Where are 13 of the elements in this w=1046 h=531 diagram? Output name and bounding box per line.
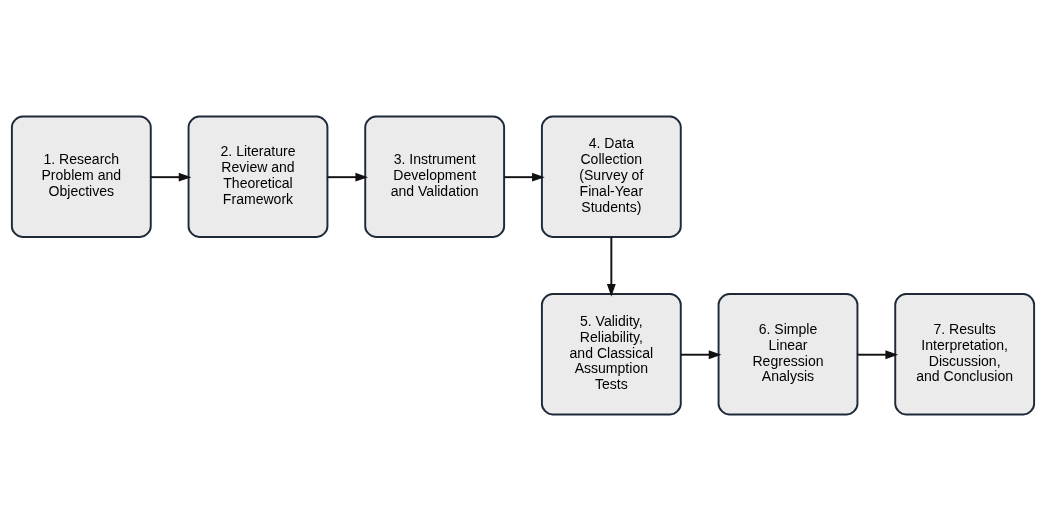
node-box: 7. Results Interpretation, Discussion, and Conclusion: [894, 293, 1036, 416]
node-box: 5. Validity, Reliability, and Classical Assumption Tests: [540, 293, 682, 416]
node-box: 3. Instrument Development and Validation: [364, 115, 506, 238]
node-box: 2. Literature Review and Theoretical Framework: [187, 115, 329, 238]
node-box: 1. Research Problem and Objectives: [10, 115, 152, 238]
arrow: [326, 172, 369, 182]
arrow: [856, 350, 899, 360]
arrow: [149, 172, 192, 182]
node-box: 6. Simple Linear Regression Analysis: [717, 293, 859, 416]
arrow: [606, 236, 616, 297]
arrow: [503, 172, 545, 182]
arrow: [679, 350, 722, 360]
node-box: 4. Data Collection (Survey of Final-Year Students): [540, 115, 682, 238]
